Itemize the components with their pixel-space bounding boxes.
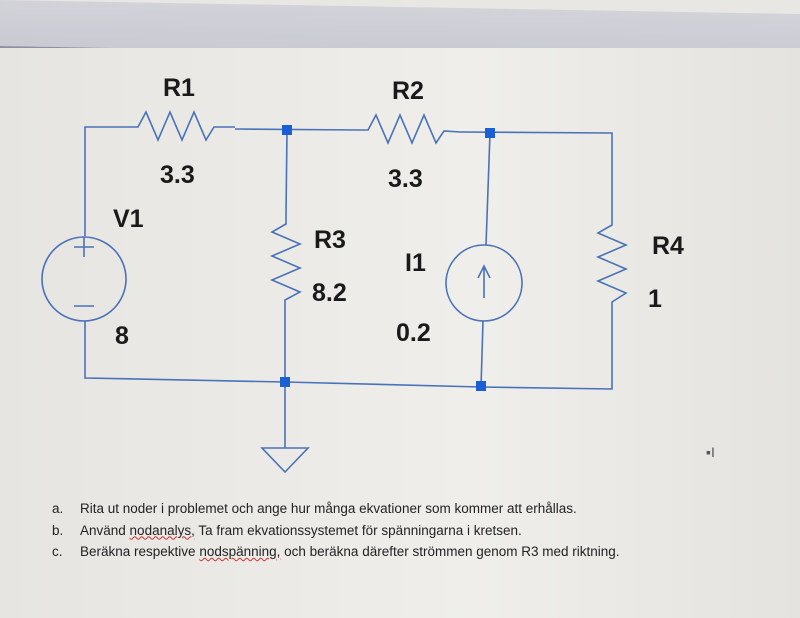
r1-value: 3.3 xyxy=(160,161,195,189)
task-letter: b. xyxy=(52,522,64,538)
r2-value: 3.3 xyxy=(388,165,423,193)
arrow-up-icon xyxy=(477,264,491,298)
task-text: Rita ut noder i problemet och ange hur m… xyxy=(80,501,577,516)
wire-r3 xyxy=(285,129,288,216)
task-text-post: Ta fram ekvationssystemet för spänningar… xyxy=(194,522,522,538)
task-text-pre: Beräkna respektive xyxy=(80,544,200,559)
resistor-r4 xyxy=(595,215,629,322)
resistor-r3 xyxy=(269,215,303,382)
resistor-r1 xyxy=(128,109,235,143)
document-page xyxy=(0,48,800,618)
r4-value: 1 xyxy=(648,285,662,313)
spellcheck-word[interactable]: nodspänning, xyxy=(199,544,281,559)
r3-value: 8.2 xyxy=(312,279,347,307)
wire-top-right xyxy=(459,131,613,215)
i1-value: 0.2 xyxy=(396,319,431,347)
task-letter: a. xyxy=(52,501,64,516)
r3-label: R3 xyxy=(314,226,346,254)
task-item: a. Rita ut noder i problemet och ange hu… xyxy=(52,498,620,520)
task-text: Använd nodanalys, Ta fram ekvationssyste… xyxy=(80,520,522,542)
r4-label: R4 xyxy=(652,232,684,260)
task-text-pre: Använd xyxy=(80,522,130,538)
task-item: c. Beräkna respektive nodspänning, och b… xyxy=(52,541,620,563)
spellcheck-word[interactable]: nodanalys, xyxy=(129,522,195,538)
r1-label: R1 xyxy=(163,74,195,102)
wire-top-left xyxy=(84,126,128,236)
node-ground xyxy=(280,377,290,387)
current-source-i1 xyxy=(445,244,523,322)
ground-icon xyxy=(260,447,310,474)
text-cursor-icon: ▪I xyxy=(706,444,715,460)
r2-label: R2 xyxy=(392,77,424,105)
node-1 xyxy=(282,125,292,135)
node-2 xyxy=(485,128,495,138)
node-bottom xyxy=(476,381,486,391)
wire-r1-r2 xyxy=(234,128,361,131)
task-item: b. Använd nodanalys, Ta fram ekvationssy… xyxy=(52,520,620,542)
v1-value: 8 xyxy=(115,322,129,350)
wire-right-bottom xyxy=(84,321,613,390)
task-text: Beräkna respektive nodspänning, och berä… xyxy=(80,541,620,563)
task-list: a. Rita ut noder i problemet och ange hu… xyxy=(52,498,620,563)
i1-label: I1 xyxy=(405,249,426,277)
resistor-r2 xyxy=(360,112,461,146)
v1-label: V1 xyxy=(113,205,144,233)
task-letter: c. xyxy=(52,544,63,559)
task-text-post: och beräkna därefter strömmen genom R3 m… xyxy=(280,544,620,559)
plus-icon xyxy=(74,237,94,257)
wire-i1 xyxy=(480,132,491,388)
